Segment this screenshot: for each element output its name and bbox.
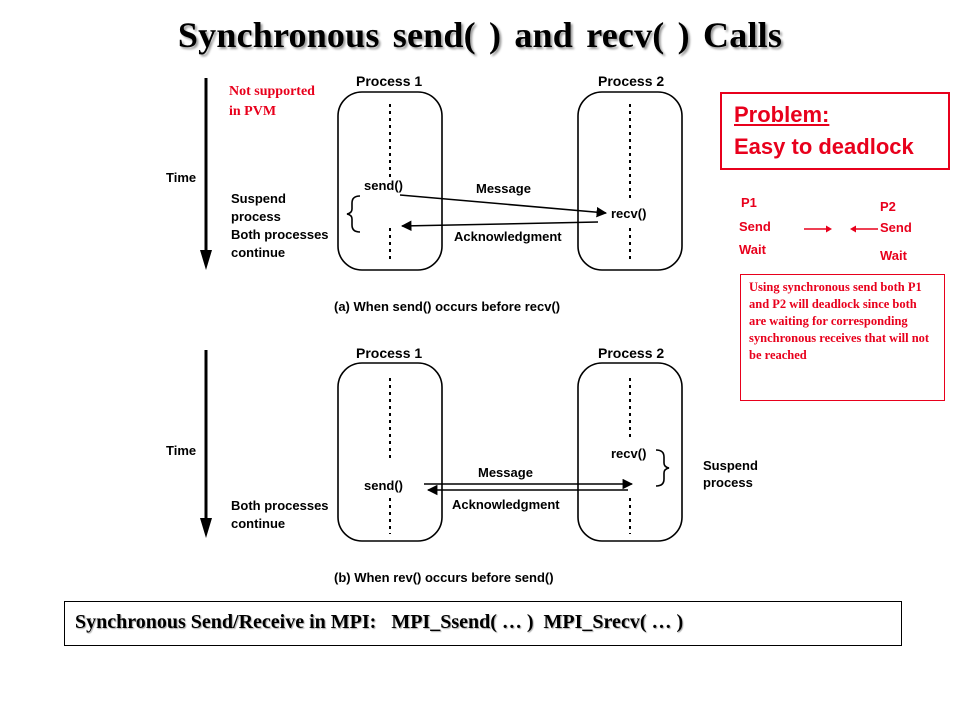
process2-box-a [577, 91, 683, 271]
both-label-b-line2: continue [231, 516, 285, 531]
p2-state: Wait [880, 248, 907, 263]
suspend-brace-b [655, 449, 670, 487]
process2-label-a: Process 2 [598, 73, 664, 89]
slide-title: Synchronous send( ) and recv( ) Calls [177, 15, 783, 55]
pvm-note: Not supported in PVM [229, 82, 315, 122]
time-label-a: Time [166, 170, 196, 185]
suspend-label-a-line1: Suspend [231, 191, 286, 206]
problem-heading: Problem: [734, 102, 830, 127]
ack-arrow-a [400, 220, 599, 232]
suspend-label-a-line2: process [231, 209, 281, 224]
mpi-box: Synchronous Send/Receive in MPI: MPI_Sse… [64, 601, 902, 646]
recv-label-b: recv() [611, 446, 646, 461]
message-label-a: Message [476, 181, 531, 196]
deadlock-arrows [804, 225, 878, 233]
p1-name: P1 [741, 195, 757, 210]
pvm-note-line1: Not supported [229, 84, 315, 99]
message-arrow-a [399, 194, 608, 218]
both-label-a-line2: continue [231, 245, 285, 260]
deadlock-explanation: Using synchronous send both P1 and P2 wi… [749, 280, 930, 362]
suspend-label-b-line1: Suspend [703, 458, 758, 473]
both-label-b-line1: Both processes [231, 498, 329, 513]
pvm-note-line2: in PVM [229, 104, 277, 119]
deadlock-explanation-box: Using synchronous send both P1 and P2 wi… [740, 274, 945, 401]
problem-box: Problem: Easy to deadlock [720, 92, 950, 170]
recv-label-a: recv() [611, 206, 646, 221]
diagram-b: Time Process 1 Process 2 send() recv() M… [166, 345, 758, 585]
suspend-label-b-line2: process [703, 475, 753, 490]
ack-label-b: Acknowledgment [452, 497, 560, 512]
send-label-a: send() [364, 178, 403, 193]
ack-label-a: Acknowledgment [454, 229, 562, 244]
send-label-b: send() [364, 478, 403, 493]
message-label-b: Message [478, 465, 533, 480]
p2-action: Send [880, 220, 912, 235]
mpi-text: Synchronous Send/Receive in MPI: MPI_Sse… [75, 611, 684, 633]
process1-label-a: Process 1 [356, 73, 422, 89]
p2-send-arrowhead [850, 225, 856, 233]
process2-box-b [577, 362, 683, 542]
problem-text: Easy to deadlock [734, 134, 914, 159]
diagram-a: Time Process 1 Process 2 send() recv() M… [166, 73, 683, 314]
caption-b: (b) When rev() occurs before send() [334, 570, 554, 585]
process1-label-b: Process 1 [356, 345, 422, 361]
caption-a: (a) When send() occurs before recv() [334, 299, 560, 314]
both-label-a-line1: Both processes [231, 227, 329, 242]
time-arrowhead-a [200, 250, 212, 270]
process2-label-b: Process 2 [598, 345, 664, 361]
time-label-b: Time [166, 443, 196, 458]
p1-state: Wait [739, 242, 766, 257]
time-arrowhead-b [200, 518, 212, 538]
p1-action: Send [739, 219, 771, 234]
process1-box-b [337, 362, 443, 542]
p1-send-arrowhead [826, 225, 832, 233]
suspend-brace-a [346, 195, 361, 233]
p2-name: P2 [880, 199, 896, 214]
process1-box-a [337, 91, 443, 271]
